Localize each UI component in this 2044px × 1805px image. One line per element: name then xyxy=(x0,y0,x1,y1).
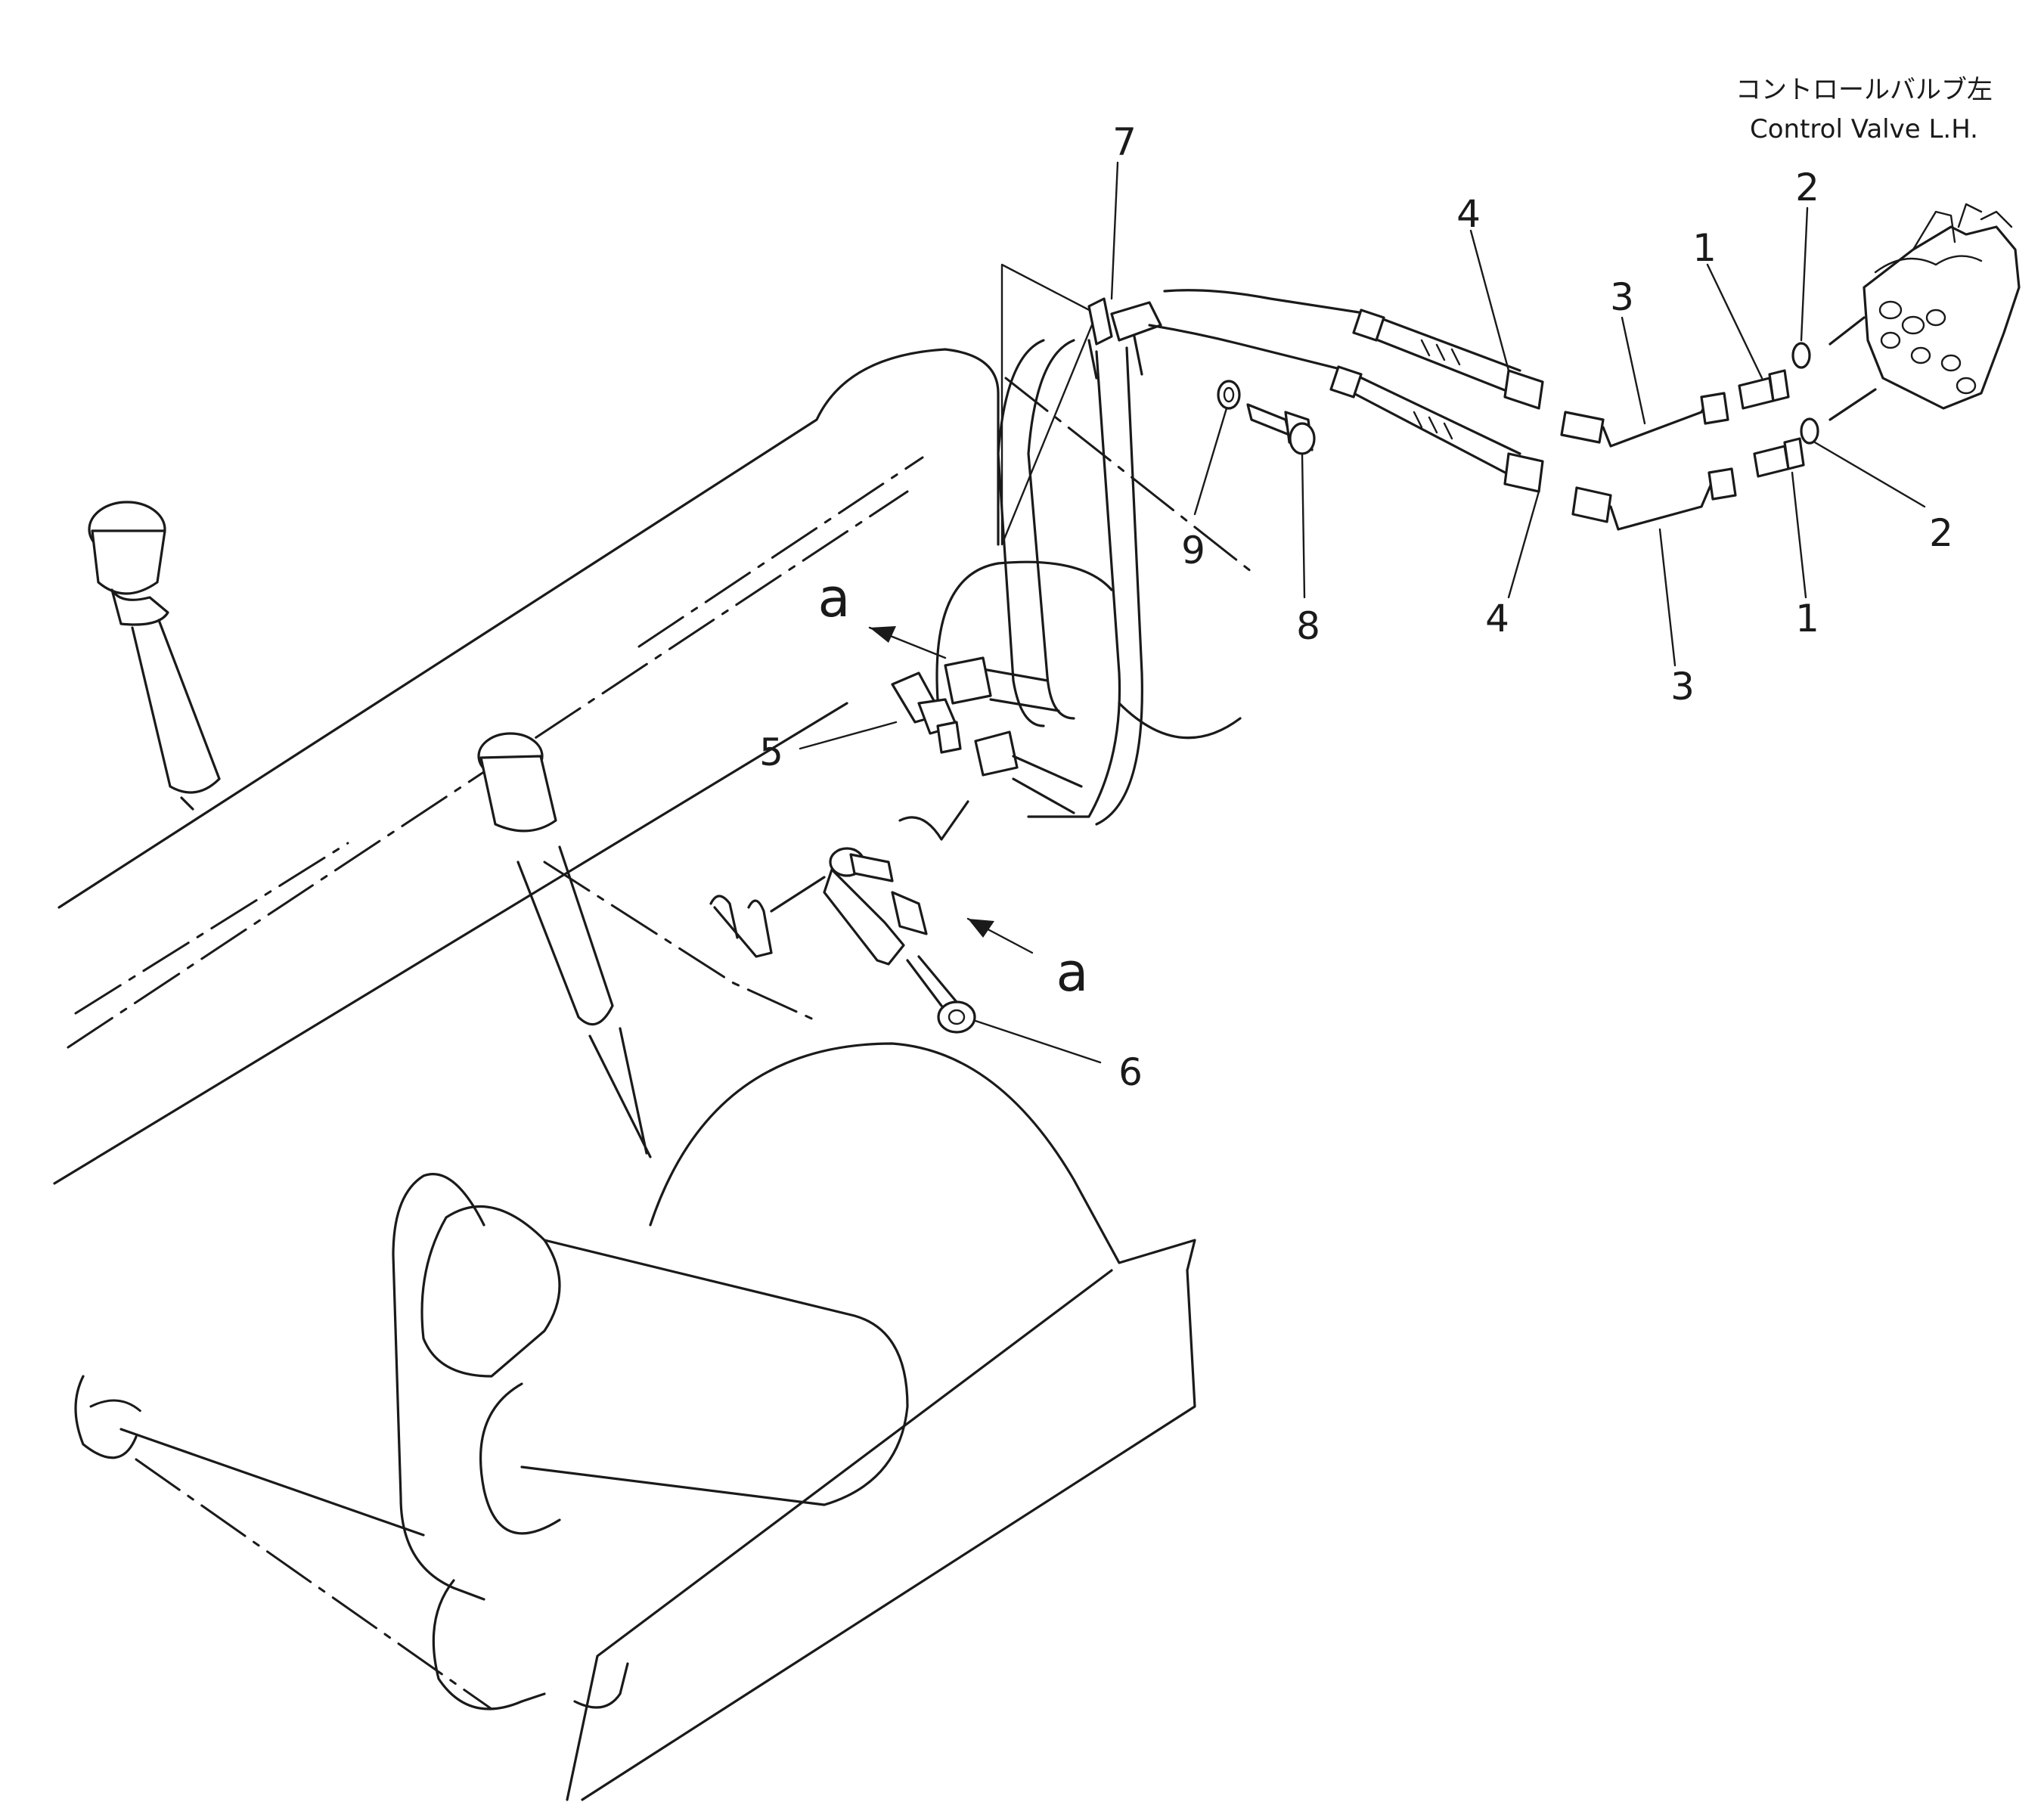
leader-lines xyxy=(799,161,1926,1064)
callout-2-lower: 2 xyxy=(1929,511,1953,555)
callout-4-lower: 4 xyxy=(1485,597,1509,640)
chassis-frame xyxy=(53,263,1257,1185)
linkage-arm xyxy=(543,800,969,1022)
view-label-a-upper: a xyxy=(818,567,851,629)
connector-upper xyxy=(1738,369,1790,410)
hose-upper xyxy=(1163,289,1544,410)
callout-5: 5 xyxy=(759,730,783,774)
pivot-housing xyxy=(74,1042,1196,1801)
tube-lower xyxy=(1571,467,1737,531)
callout-9: 9 xyxy=(1181,529,1205,572)
title-japanese: コントロールバルブ左 xyxy=(1735,75,1993,105)
hose-lower xyxy=(1148,324,1544,493)
callout-8: 8 xyxy=(1296,604,1320,648)
center-support-rod xyxy=(477,732,652,1158)
callout-numbers: 7 9 8 4 4 3 3 1 1 2 2 5 6 xyxy=(759,120,1953,1094)
bolt-8 xyxy=(1246,403,1316,455)
hose-bundle xyxy=(944,339,1143,826)
callout-6: 6 xyxy=(1118,1050,1143,1094)
o-ring-upper xyxy=(1791,342,1811,369)
view-arrow-a-lower: a xyxy=(966,917,1089,1003)
callout-3-upper: 3 xyxy=(1610,275,1634,319)
view-label-a-lower: a xyxy=(1056,941,1089,1003)
callout-4-upper: 4 xyxy=(1456,192,1481,236)
tube-upper xyxy=(1560,392,1729,448)
title-english: Control Valve L.H. xyxy=(1750,114,1978,144)
fitting-6 xyxy=(823,847,976,1034)
view-arrow-a-upper: a xyxy=(818,567,947,659)
elbow-5 xyxy=(891,671,962,754)
connector-lower xyxy=(1753,437,1805,478)
control-valve xyxy=(1828,203,2021,421)
clamp-7 xyxy=(1087,297,1162,380)
left-support-rod xyxy=(88,501,221,811)
callout-1-upper: 1 xyxy=(1692,226,1717,270)
callout-1-lower: 1 xyxy=(1795,597,1819,640)
washer-9 xyxy=(1217,380,1241,410)
callout-2-upper: 2 xyxy=(1795,166,1819,209)
diagram-title: コントロールバルブ左 Control Valve L.H. xyxy=(1735,75,1993,144)
o-ring-lower xyxy=(1800,417,1819,445)
callout-7: 7 xyxy=(1112,120,1137,164)
callout-3-lower: 3 xyxy=(1670,665,1695,709)
